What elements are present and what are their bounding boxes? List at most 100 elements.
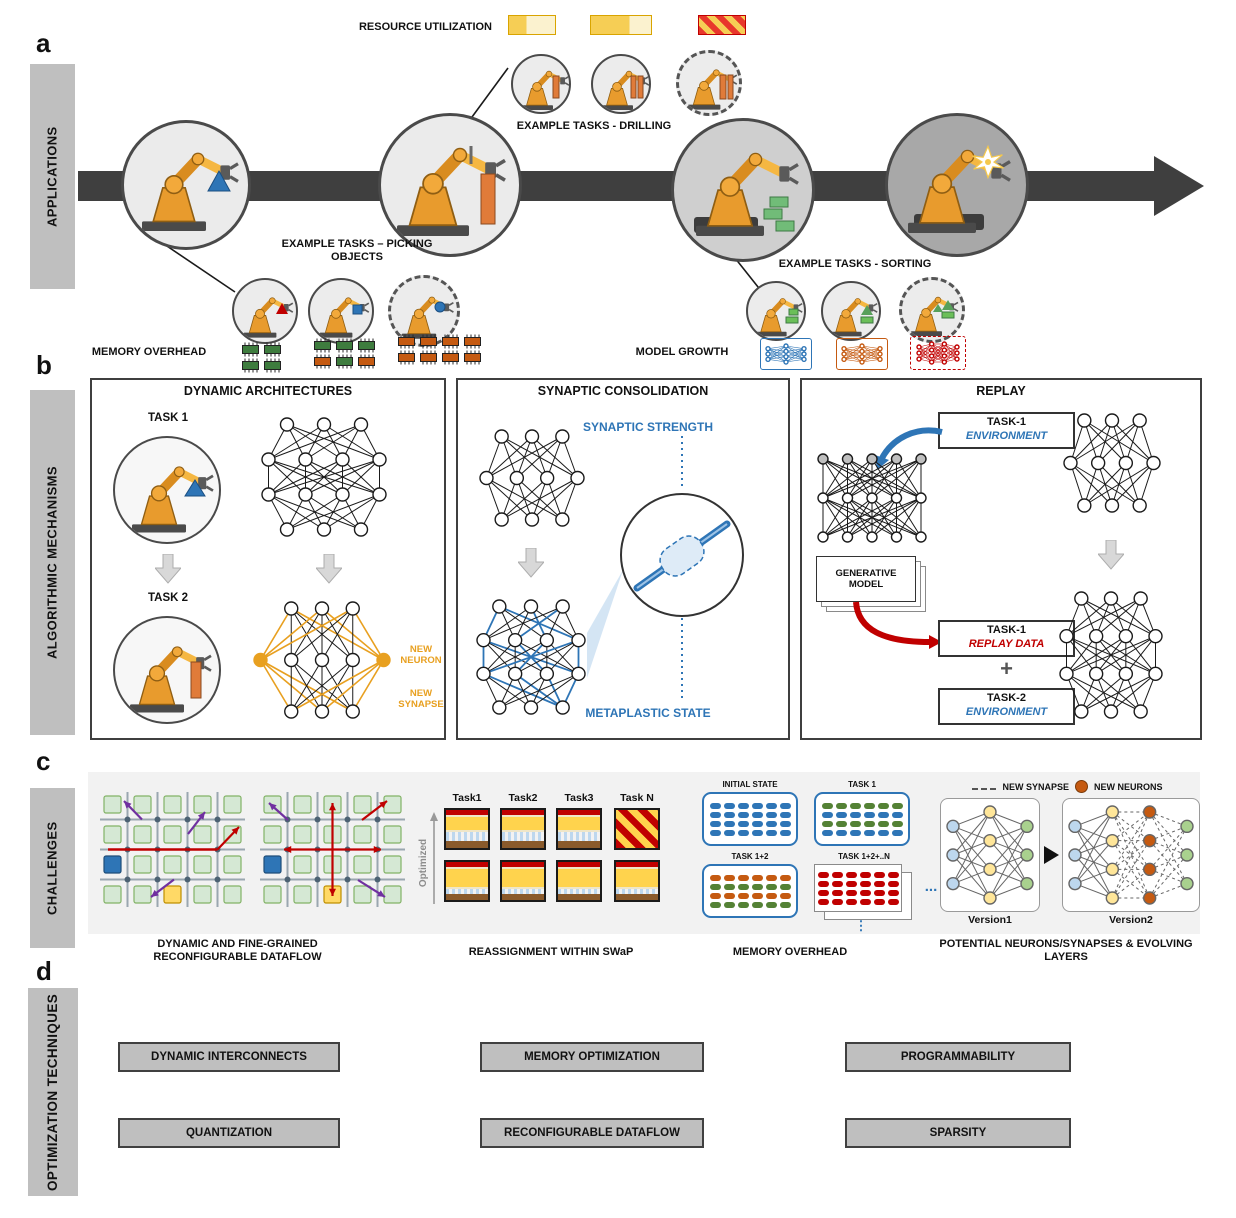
memory-chips-3-icon [396,334,486,365]
sorting-task-circle-future [899,277,965,343]
task3-header: Task3 [564,792,594,804]
swap-chip-optimized [500,860,546,902]
version2-network [1068,805,1194,905]
replay-red-arrow-icon [853,601,942,649]
plus-sign: + [1000,656,1013,681]
generative-model-sheet-front: GENERATIVE MODEL [816,556,916,602]
memory-grid-task12n [814,864,918,924]
dataflow-grid-2 [260,792,405,907]
picking-task-circle-future [388,275,460,347]
panel-d-letter: d [36,956,52,986]
down-arrow-icon [518,548,544,578]
technique-memory-optimization: MEMORY OPTIMIZATION [480,1042,704,1072]
version-arrow-icon [1044,846,1059,864]
memory-caption: MEMORY OVERHEAD [732,946,848,958]
timeline-arrowhead-icon [1154,156,1204,216]
memory-ellipsis: ... [924,878,938,895]
new-neuron-label: NEW NEURON [400,644,442,667]
task2-label: TASK 2 [147,592,189,604]
memory-vdots: ⋮ [854,918,868,933]
down-arrow-icon [316,554,342,584]
evolving-caption: POTENTIAL NEURONS/SYNAPSES & EVOLVING LA… [939,938,1193,963]
version2-label: Version2 [1109,914,1153,926]
new-synapse-label: NEW SYNAPSE [398,688,444,711]
generative-network [817,453,927,543]
swap-chip [444,808,490,850]
technique-reconfigurable-dataflow: RECONFIGURABLE DATAFLOW [480,1118,704,1148]
task1-network [261,417,387,537]
memory-chips-2-icon [312,338,380,369]
dataflow-caption: DYNAMIC AND FINE-GRAINED RECONFIGURABLE … [153,938,322,963]
initial-state-label: INITIAL STATE [722,780,778,789]
synapse-magnifier-circle [620,493,744,617]
picking-task-circle-1 [232,278,298,344]
sorting-task-circle-2 [821,281,881,341]
picking-task-circle-2 [308,278,374,344]
evolving-legend: NEW SYNAPSE NEW NEURONS [935,780,1200,793]
replay-title: REPLAY [976,384,1026,398]
model-growth-net-future-icon [910,336,966,370]
version1-label: Version1 [968,914,1012,926]
replay-network-bottom [1059,591,1163,719]
swap-chip-optimized [444,860,490,902]
picking-tasks-label: EXAMPLE TASKS – PICKING OBJECTS [281,238,433,263]
memory-grid-task1 [814,792,910,846]
task12n-state-label: TASK 1+2+..N [838,852,890,861]
sidebar-challenges: CHALLENGES [30,788,75,948]
synaptic-strength-label: SYNAPTIC STRENGTH [582,420,713,434]
technique-programmability: PROGRAMMABILITY [845,1042,1071,1072]
task12-state-label: TASK 1+2 [731,852,769,861]
consolidation-network-bottom [476,599,586,715]
task2-environment-title: TASK-2 [987,692,1026,704]
task1-environment-box: TASK-1 ENVIRONMENT [938,412,1075,449]
memory-page-front [814,864,902,912]
task1-header: Task1 [452,792,482,804]
resource-bar-1-icon [508,15,556,35]
replay-network-top [1063,413,1161,513]
dynamic-architectures-title: DYNAMIC ARCHITECTURES [183,384,353,398]
generative-model-stack: GENERATIVE MODEL [816,556,930,614]
technique-sparsity: SPARSITY [845,1118,1071,1148]
new-neuron-dot-icon [1075,780,1088,793]
sorting-task-circle-1 [746,281,806,341]
task1-robot-circle [113,436,221,544]
swap-chip [500,808,546,850]
memory-grid-task12 [702,864,798,918]
memory-grid-initial [702,792,798,846]
swap-chip [556,808,602,850]
drilling-tasks-label: EXAMPLE TASKS - DRILLING [516,120,672,132]
consolidation-network-top [479,429,585,527]
resource-bar-overflow-icon [698,15,746,35]
panel-b-letter: b [36,350,52,380]
application-circle-welding [885,113,1029,257]
version1-network [946,805,1034,905]
model-growth-label: MODEL GROWTH [635,346,729,358]
application-circle-drilling [378,113,522,257]
synaptic-consolidation-title: SYNAPTIC CONSOLIDATION [537,384,709,398]
task2-robot-circle [113,616,221,724]
task1-environment-sub: ENVIRONMENT [965,429,1048,442]
task1-replay-data-box: TASK-1 REPLAY DATA [938,620,1075,657]
task1-state-label: TASK 1 [848,780,876,789]
drilling-task-circle-1 [511,54,571,114]
technique-dynamic-interconnects: DYNAMIC INTERCONNECTS [118,1042,340,1072]
metaplastic-state-label: METAPLASTIC STATE [585,706,711,720]
memory-overhead-label: MEMORY OVERHEAD [91,346,207,358]
generative-model-label: GENERATIVE MODEL [835,567,897,590]
legend-new-synapse-label: NEW SYNAPSE [1002,781,1069,792]
replay-data-sub: REPLAY DATA [968,637,1045,650]
task2-header: Task2 [508,792,538,804]
panel-c-letter: c [36,746,51,776]
version1-box [940,798,1040,912]
model-growth-net-1-icon [760,338,812,370]
swap-chip-optimized [614,860,660,902]
model-growth-net-2-icon [836,338,888,370]
application-circle-sorting [671,118,815,262]
version2-box [1062,798,1200,912]
task2-environment-box: TASK-2 ENVIRONMENT [938,688,1075,725]
sidebar-optimization: OPTIMIZATION TECHNIQUES [28,988,78,1196]
resource-bar-2-icon [590,15,652,35]
optimized-arrow-icon [430,812,438,904]
dataflow-grid-1 [100,792,245,907]
sidebar-applications: APPLICATIONS [30,64,75,289]
